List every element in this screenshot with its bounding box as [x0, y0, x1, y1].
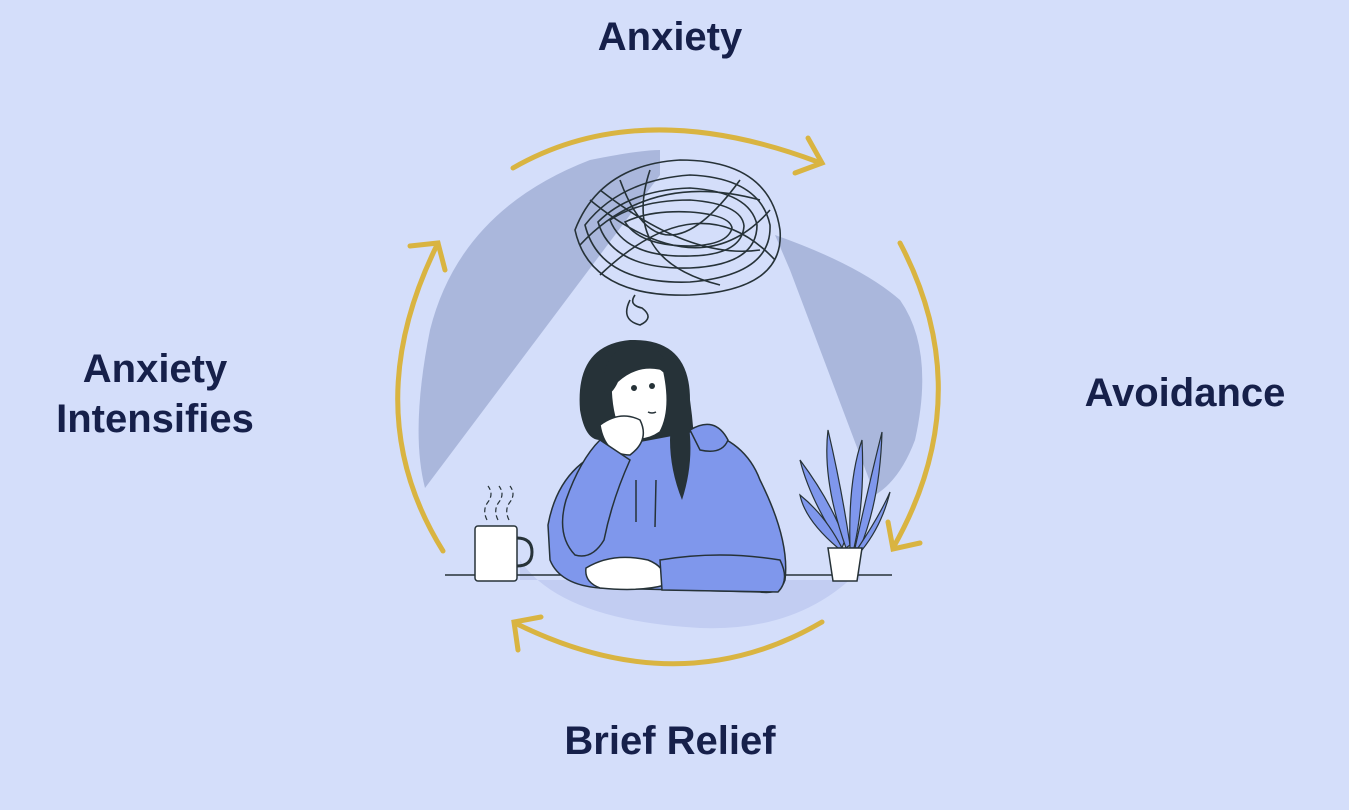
step-anxiety-intensifies-line2: Intensifies	[56, 397, 254, 441]
person-icon	[547, 339, 787, 594]
step-avoidance-label: Avoidance	[1084, 371, 1286, 415]
plant-icon	[799, 429, 891, 582]
step-anxiety-label: Anxiety	[597, 15, 743, 59]
step-anxiety-intensifies-line1: Anxiety	[82, 347, 228, 391]
cycle-arrow-icon	[395, 127, 941, 667]
mug-icon	[474, 485, 534, 582]
beam-shape-right	[775, 235, 923, 495]
step-brief-relief-label: Brief Relief	[564, 719, 776, 763]
scribble-thought-icon	[574, 159, 781, 326]
step-anxiety-intensifies-label: Anxiety Intensifies	[20, 344, 290, 444]
seat-shadow	[520, 560, 860, 629]
beam-shape	[418, 150, 660, 488]
